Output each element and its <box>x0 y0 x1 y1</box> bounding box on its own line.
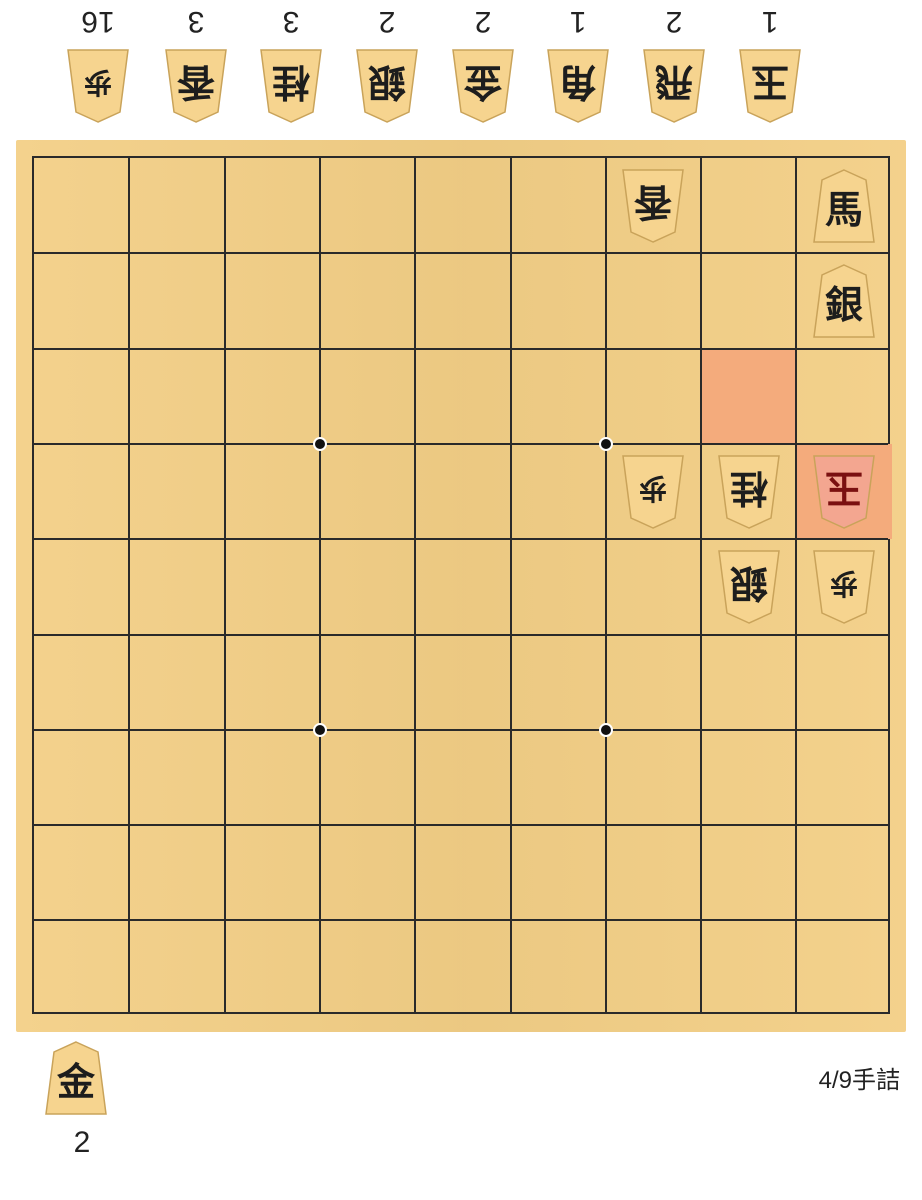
star-point <box>312 436 327 451</box>
hand-count: 2 <box>73 1126 91 1159</box>
piece-label: 歩 <box>639 471 668 505</box>
piece-label: 飛 <box>655 60 694 105</box>
grid-vertical-line <box>795 158 798 1012</box>
piece-label: 玉 <box>825 465 864 511</box>
piece-label: 桂 <box>729 465 768 511</box>
opponent-hand-piece[interactable]: 飛 <box>642 48 706 124</box>
star-point <box>312 722 327 737</box>
opponent-hand-count: 1 <box>569 5 587 38</box>
player-hand: 金 2 <box>40 1040 140 1180</box>
board-piece-king[interactable]: 玉 <box>812 454 876 530</box>
grid-horizontal-line <box>34 728 888 731</box>
board-grid: 馬香銀玉桂歩銀歩 <box>32 156 892 1014</box>
opponent-hand-piece[interactable]: 金 <box>451 48 515 124</box>
board-piece-knight[interactable]: 桂 <box>717 454 781 530</box>
opponent-hand-piece[interactable]: 玉 <box>738 48 802 124</box>
grid-horizontal-line <box>34 538 888 541</box>
star-point <box>598 722 613 737</box>
grid-vertical-line <box>509 158 512 1012</box>
opponent-hand-count: 3 <box>187 5 205 38</box>
piece-label: 香 <box>177 60 216 105</box>
star-point <box>598 436 613 451</box>
opponent-hand-count: 3 <box>282 5 300 38</box>
highlighted-square[interactable] <box>701 348 797 444</box>
grid-horizontal-line <box>34 347 888 350</box>
grid-horizontal-line <box>34 824 888 827</box>
hand-piece-gold[interactable]: 金 <box>44 1040 108 1116</box>
grid-vertical-line <box>414 158 417 1012</box>
piece-label: 角 <box>559 60 598 105</box>
opponent-hand-count: 2 <box>474 5 492 38</box>
piece-label: 香 <box>634 179 673 225</box>
board-piece-horse[interactable]: 馬 <box>812 168 876 244</box>
grid-vertical-line <box>700 158 703 1012</box>
board-piece-silver[interactable]: 銀 <box>812 263 876 339</box>
shogi-board: 馬香銀玉桂歩銀歩 <box>16 140 906 1032</box>
piece-label: 銀 <box>825 281 864 327</box>
piece-label: 馬 <box>825 186 864 232</box>
grid-vertical-line <box>128 158 131 1012</box>
board-piece-silver[interactable]: 銀 <box>717 549 781 625</box>
opponent-hand-piece[interactable]: 角 <box>546 48 610 124</box>
grid-horizontal-line <box>34 252 888 255</box>
piece-label: 歩 <box>84 66 113 99</box>
piece-label: 銀 <box>729 560 768 606</box>
opponent-hand-piece[interactable]: 銀 <box>355 48 419 124</box>
opponent-hand-piece[interactable]: 香 <box>164 48 228 124</box>
board-piece-pawn[interactable]: 歩 <box>812 549 876 625</box>
piece-label: 歩 <box>830 566 859 600</box>
opponent-hand-slot: 16 歩 <box>58 0 138 140</box>
grid-horizontal-line <box>34 442 888 445</box>
board-piece-lance[interactable]: 香 <box>621 168 685 244</box>
grid-vertical-line <box>604 158 607 1012</box>
opponent-hand-count: 2 <box>378 5 396 38</box>
opponent-hand-count: 2 <box>665 5 683 38</box>
grid-vertical-line <box>223 158 226 1012</box>
grid-horizontal-line <box>34 919 888 922</box>
piece-label: 桂 <box>272 60 311 105</box>
opponent-hand-count: 1 <box>761 5 779 38</box>
board-piece-pawn[interactable]: 歩 <box>621 454 685 530</box>
piece-label: 銀 <box>368 60 407 105</box>
grid-vertical-line <box>318 158 321 1012</box>
opponent-hand-count: 16 <box>81 5 115 38</box>
piece-label: 玉 <box>751 60 790 105</box>
grid-horizontal-line <box>34 633 888 636</box>
piece-label: 金 <box>464 60 503 105</box>
puzzle-status: 4/9手詰 <box>818 1067 900 1094</box>
opponent-hand-piece[interactable]: 歩 <box>66 48 130 124</box>
opponent-hand-piece[interactable]: 桂 <box>259 48 323 124</box>
